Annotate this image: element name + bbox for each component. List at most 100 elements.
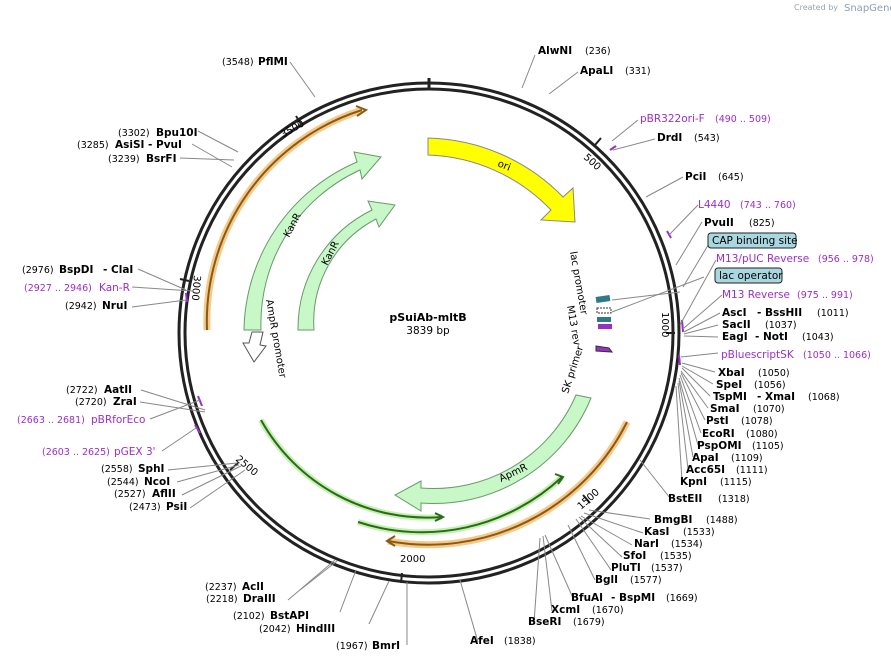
site-kasi[interactable]: KasI xyxy=(644,526,669,538)
site-bmri[interactable]: BmrI xyxy=(372,640,400,652)
site-acli[interactable]: AclI xyxy=(242,581,264,593)
site-asisi[interactable]: AsiSI xyxy=(115,139,144,151)
site-pvuii[interactable]: PvuII xyxy=(704,217,734,229)
cap-binding-site-box[interactable] xyxy=(707,232,797,249)
svg-text:(1111): (1111) xyxy=(736,465,768,476)
svg-text:(2942): (2942) xyxy=(65,301,97,312)
site-acc65i[interactable]: Acc65I xyxy=(686,464,725,476)
site-ncoi[interactable]: NcoI xyxy=(144,476,170,488)
orange-arc-top[interactable] xyxy=(205,109,363,331)
primer-pbluescriptsk[interactable]: pBluescriptSK xyxy=(721,349,795,361)
site-aatii[interactable]: AatII xyxy=(104,384,132,396)
site-alwni[interactable]: AlwNI xyxy=(538,45,572,57)
site-bsrfi[interactable]: BsrFI xyxy=(146,153,177,165)
site-pflmi[interactable]: PflMI xyxy=(258,56,288,68)
created-by-text: Created by xyxy=(794,3,838,12)
svg-text:(2720): (2720) xyxy=(75,397,107,408)
site-xcmi[interactable]: XcmI xyxy=(551,604,580,616)
site-bsteii[interactable]: BstEII xyxy=(668,493,702,505)
svg-text:(1115): (1115) xyxy=(720,477,752,488)
svg-text:(2722): (2722) xyxy=(66,385,98,396)
primer-labels: pBR322ori-F (490 .. 509) L4440 (743 .. 7… xyxy=(17,113,874,458)
site-aflii[interactable]: AflII xyxy=(152,488,176,500)
svg-text:(1043): (1043) xyxy=(802,332,834,343)
svg-text:(1037): (1037) xyxy=(765,320,797,331)
site-bgli[interactable]: BglI xyxy=(595,574,618,586)
svg-text:- ClaI: - ClaI xyxy=(103,264,133,276)
svg-text:(2473): (2473) xyxy=(129,502,161,513)
primer-pbrforeco[interactable]: pBRforEco xyxy=(91,414,145,426)
svg-text:(743 .. 760): (743 .. 760) xyxy=(740,200,796,211)
svg-text:(645): (645) xyxy=(718,172,744,183)
svg-text:(825): (825) xyxy=(749,218,775,229)
site-afei[interactable]: AfeI xyxy=(470,635,494,647)
site-eagi[interactable]: EagI xyxy=(722,331,748,343)
svg-text:(2218): (2218) xyxy=(206,594,238,605)
svg-text:- XmaI: - XmaI xyxy=(757,391,795,403)
site-bfuai[interactable]: BfuAI xyxy=(571,592,603,604)
site-spei[interactable]: SpeI xyxy=(716,379,742,391)
site-pcii[interactable]: PciI xyxy=(685,171,706,183)
lac-operator-box[interactable] xyxy=(714,267,783,284)
site-zrai[interactable]: ZraI xyxy=(113,396,137,408)
ampr-promoter-feature[interactable] xyxy=(242,331,267,363)
site-bpu10i[interactable]: Bpu10I xyxy=(156,127,198,139)
site-hindiii[interactable]: HindIII xyxy=(296,623,335,635)
svg-text:(1105): (1105) xyxy=(752,441,784,452)
primer-pgex-3[interactable]: pGEX 3' xyxy=(114,446,156,458)
site-drdi[interactable]: DrdI xyxy=(657,132,682,144)
site-pluti[interactable]: PluTI xyxy=(611,562,641,574)
site-kpni[interactable]: KpnI xyxy=(680,476,707,488)
site-apali[interactable]: ApaLI xyxy=(580,65,613,77)
site-nrui[interactable]: NruI xyxy=(102,300,127,312)
cap-site-mark[interactable] xyxy=(596,307,612,314)
svg-text:- PvuI: - PvuI xyxy=(148,139,182,151)
site-pspomi[interactable]: PspOMI xyxy=(697,440,742,452)
svg-text:(2558): (2558) xyxy=(101,464,133,475)
site-psii[interactable]: PsiI xyxy=(166,501,187,513)
site-sphi[interactable]: SphI xyxy=(138,463,164,475)
svg-text:(331): (331) xyxy=(625,66,651,77)
site-sfoi[interactable]: SfoI xyxy=(623,550,646,562)
site-bmgbi[interactable]: BmgBI xyxy=(654,514,692,526)
primer-kan-r[interactable]: Kan-R xyxy=(99,282,130,294)
svg-text:(1068): (1068) xyxy=(808,392,840,403)
site-apai[interactable]: ApaI xyxy=(692,452,719,464)
green-arc-2[interactable] xyxy=(357,476,563,534)
lac-operator-mark[interactable] xyxy=(597,317,611,322)
primer-m13-reverse[interactable]: M13 Reverse xyxy=(722,289,790,301)
green-arc-1[interactable] xyxy=(260,419,443,519)
tick-500: 500 xyxy=(581,152,603,173)
apmr-feature[interactable] xyxy=(393,394,592,512)
site-psti[interactable]: PstI xyxy=(706,415,729,427)
m13-rev-mark[interactable] xyxy=(598,324,612,329)
kanr-outer-feature[interactable] xyxy=(243,151,382,331)
svg-text:(2976): (2976) xyxy=(22,265,54,276)
svg-text:(1011): (1011) xyxy=(817,308,849,319)
svg-text:(1056): (1056) xyxy=(754,380,786,391)
site-nari[interactable]: NarI xyxy=(634,538,659,550)
primer-pbr322ori-f[interactable]: pBR322ori-F xyxy=(640,113,705,125)
site-draiii[interactable]: DraIII xyxy=(243,593,276,605)
site-ecori[interactable]: EcoRI xyxy=(702,428,735,440)
site-xbai[interactable]: XbaI xyxy=(718,367,745,379)
ampr-promoter-label: AmpR promoter xyxy=(263,299,288,380)
primer-l4440[interactable]: L4440 xyxy=(698,199,731,211)
site-bstapi[interactable]: BstAPI xyxy=(270,610,309,622)
lac-promoter-mark[interactable] xyxy=(595,295,611,303)
site-bspdi[interactable]: BspDI xyxy=(59,264,93,276)
site-sacii[interactable]: SacII xyxy=(722,319,751,331)
site-smai[interactable]: SmaI xyxy=(710,403,740,415)
svg-text:(3548): (3548) xyxy=(222,57,254,68)
sk-primer-mark[interactable] xyxy=(595,345,614,353)
site-bseri[interactable]: BseRI xyxy=(528,616,561,628)
site-asci[interactable]: AscI xyxy=(722,307,747,319)
site-tspmi[interactable]: TspMI xyxy=(713,391,747,403)
primer-m13-puc-reverse[interactable]: M13/pUC Reverse xyxy=(716,253,809,265)
svg-text:(2544): (2544) xyxy=(107,477,139,488)
orange-arc-bottom[interactable] xyxy=(387,421,628,546)
ori-feature[interactable] xyxy=(427,137,576,223)
kanr-inner-feature[interactable] xyxy=(297,200,396,331)
svg-text:(1535): (1535) xyxy=(660,551,692,562)
